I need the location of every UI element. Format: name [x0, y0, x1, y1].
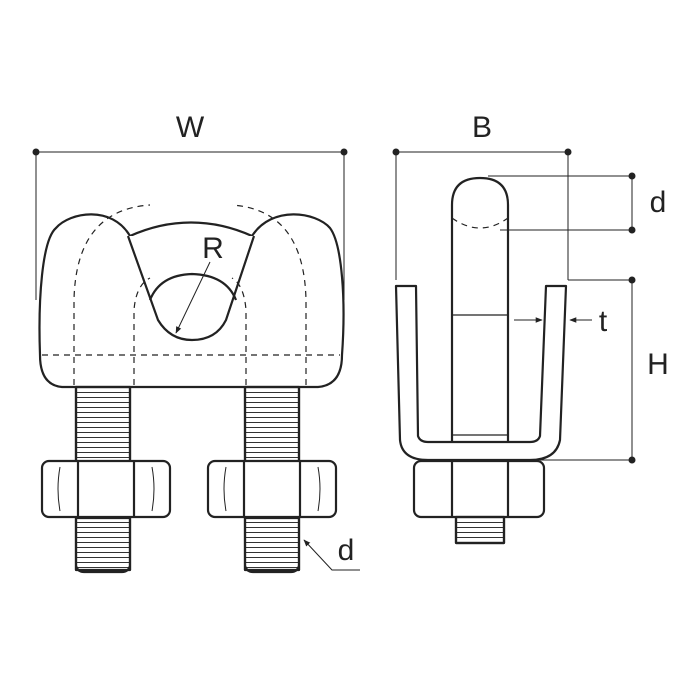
side-view	[392, 148, 636, 545]
dimension-b-right-dot	[564, 148, 572, 156]
dimension-b	[395, 151, 569, 280]
dimension-h-top-dot	[628, 276, 636, 284]
side-pin	[450, 176, 510, 452]
left-bolt	[74, 385, 132, 574]
label-pin-diameter: d	[650, 186, 667, 219]
side-nut	[412, 459, 546, 519]
dimension-h	[540, 279, 633, 461]
dimension-w	[35, 151, 345, 300]
label-width: W	[176, 111, 205, 144]
dimension-b-left-dot	[392, 148, 400, 156]
hidden-u-bolt	[42, 204, 340, 385]
dimension-w-left-dot	[32, 148, 40, 156]
dimension-h-bottom-dot	[628, 456, 636, 464]
right-nut	[206, 459, 338, 519]
thread-diameter-leader	[303, 539, 360, 571]
dimension-w-right-dot	[340, 148, 348, 156]
side-bolt-end	[454, 515, 506, 545]
front-view	[32, 148, 360, 574]
dimension-pin-d-bottom-dot	[628, 226, 636, 234]
label-thread-diameter: d	[338, 534, 355, 567]
left-nut	[40, 459, 172, 519]
side-saddle	[394, 284, 568, 462]
label-body-width: B	[472, 111, 492, 144]
right-bolt	[243, 385, 301, 574]
dimension-pin-d	[488, 175, 633, 231]
radius-leader	[175, 261, 211, 334]
rope-hole	[148, 272, 238, 301]
label-thickness: t	[599, 305, 608, 338]
dimension-pin-d-top-dot	[628, 172, 636, 180]
label-radius: R	[202, 232, 224, 265]
label-height: H	[647, 348, 669, 381]
saddle-groove	[126, 235, 256, 342]
